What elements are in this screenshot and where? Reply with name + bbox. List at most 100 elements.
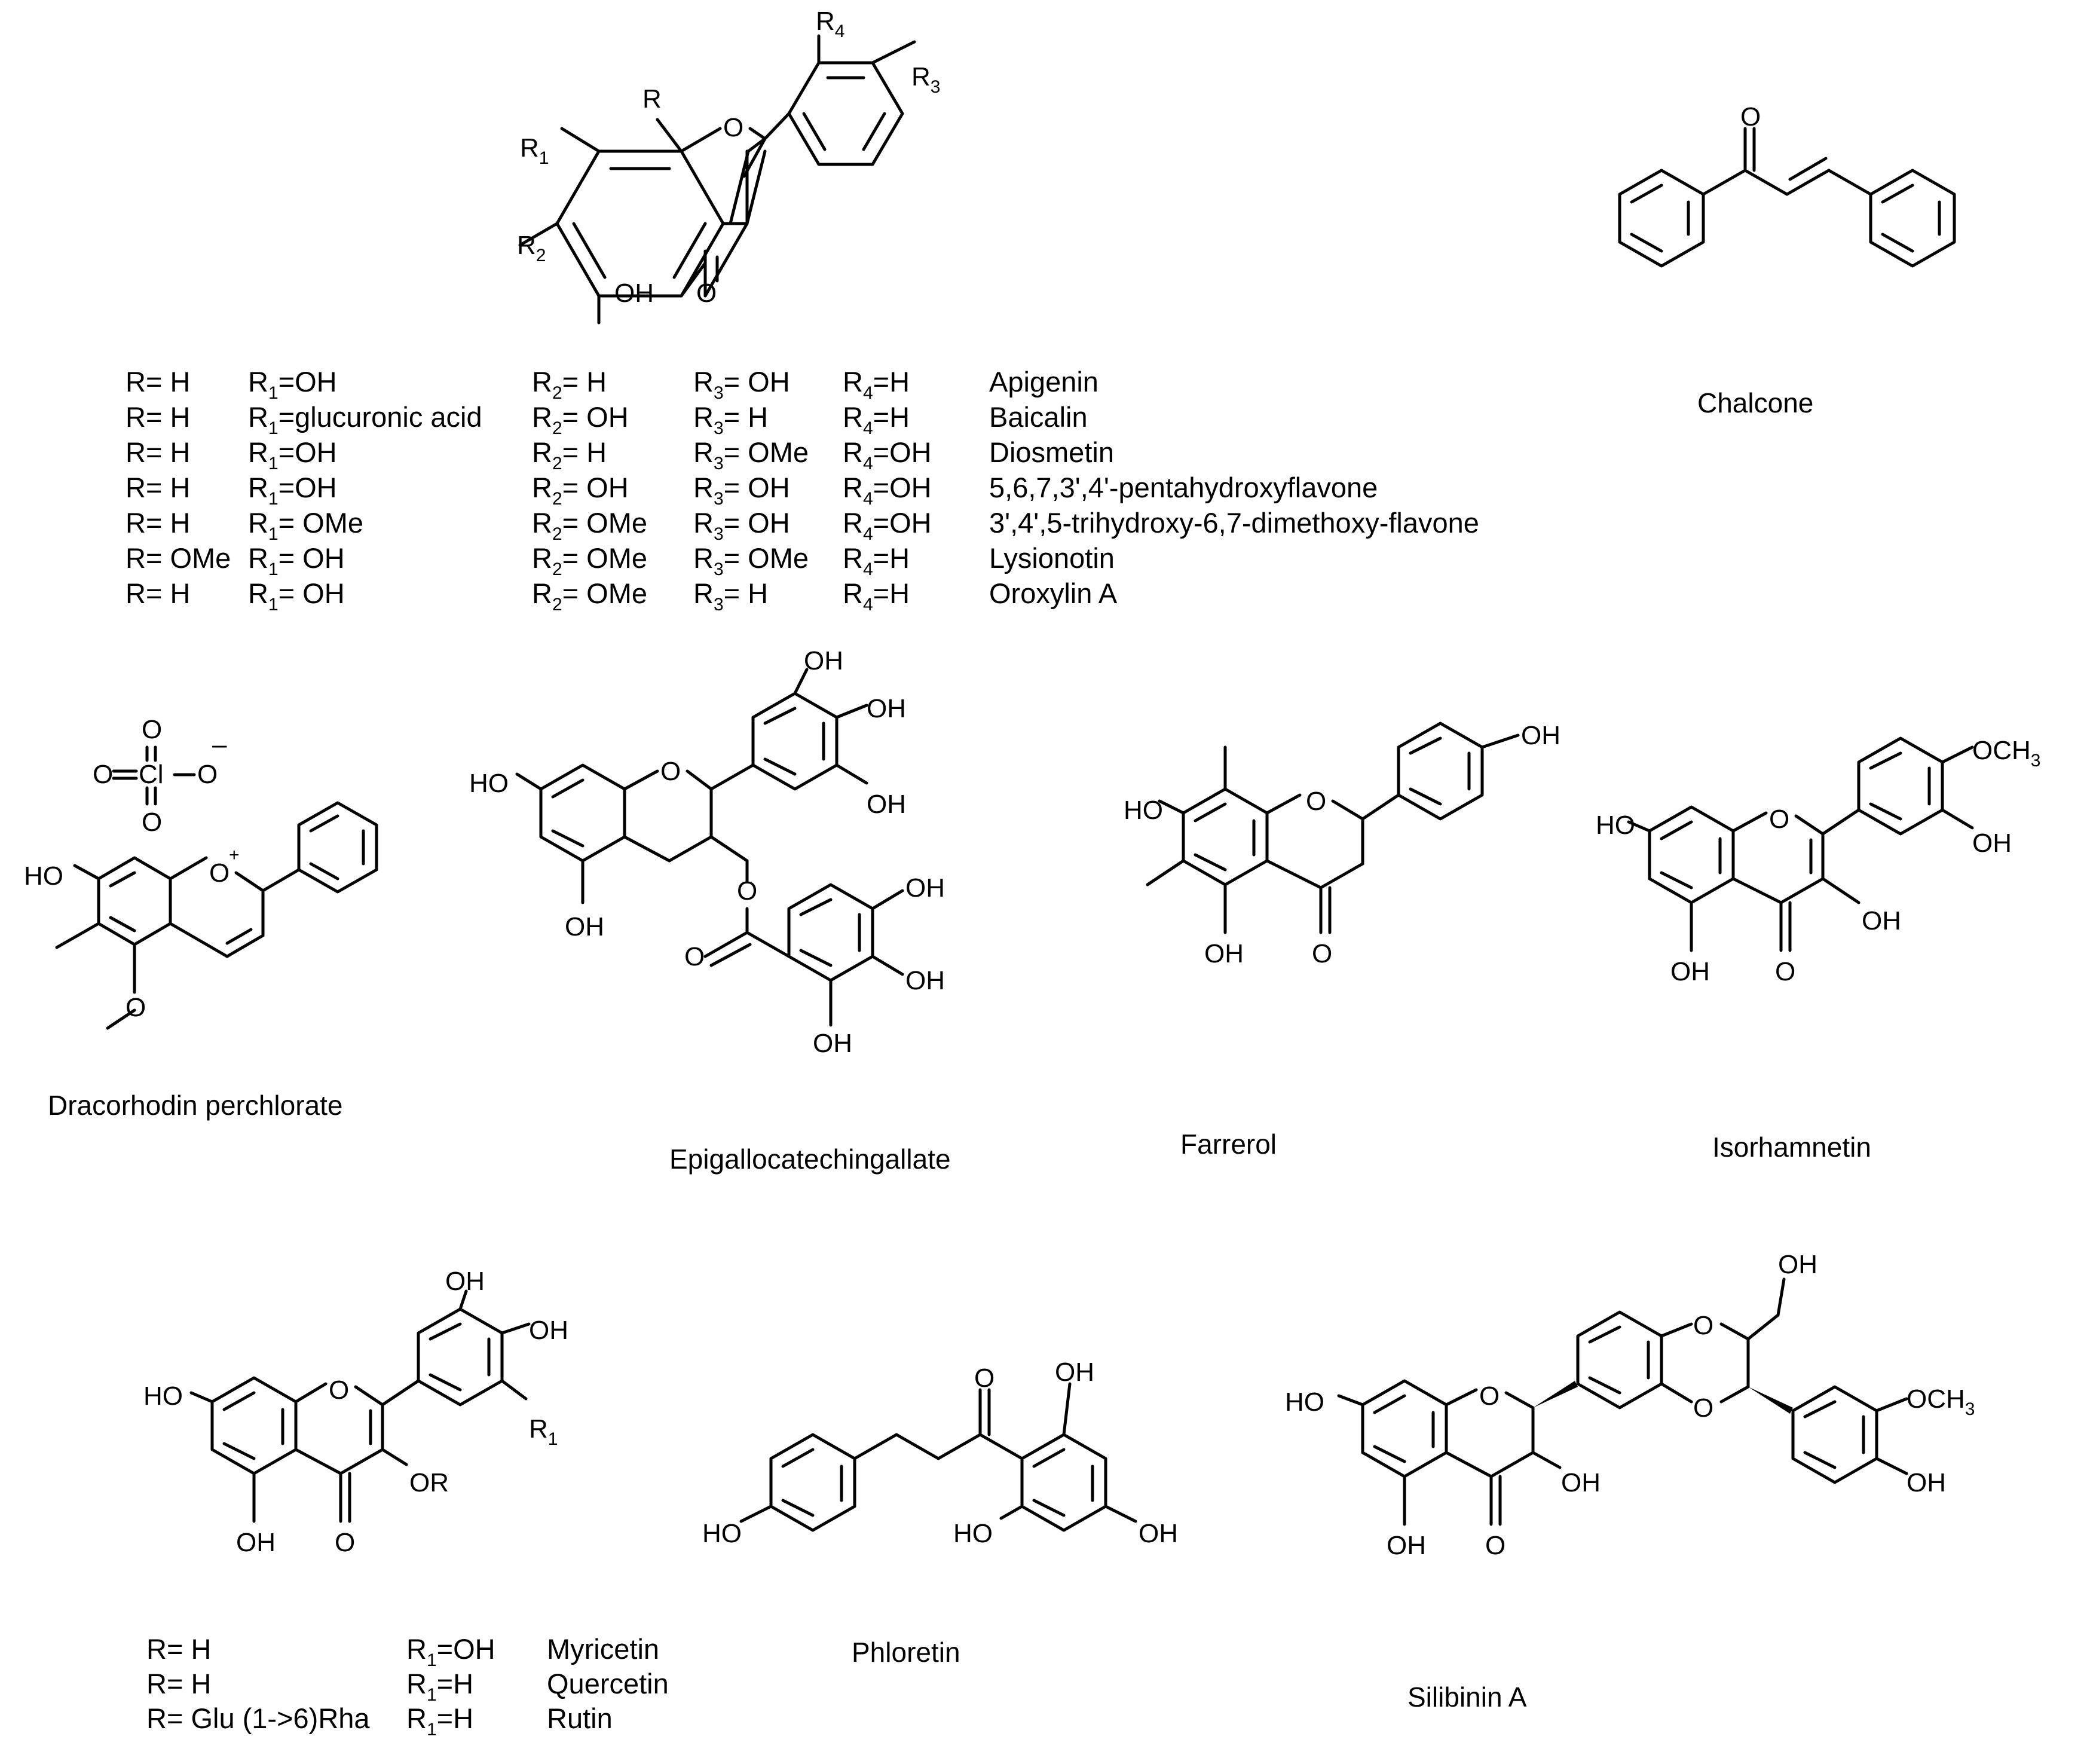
silibinin-o-dioxane-top: O (1693, 1311, 1713, 1340)
flavone-table-row4-r3: R3= OH (693, 507, 790, 544)
flavone-table-row3-r3: R3= OH (693, 472, 790, 509)
label-r2: R2 (517, 231, 546, 265)
flavone-table-row1-name: Baicalin (989, 401, 1088, 433)
flavone-table-row4-name: 3',4',5-trihydroxy-6,7-dimethoxy-flavone (989, 507, 1479, 539)
egcg-oh-5: OH (565, 912, 604, 941)
silibinin-name: Silibinin A (1407, 1682, 1527, 1713)
flavone-table-row5-name: Lysionotin (989, 542, 1115, 574)
myricetin-r1: R1 (529, 1414, 558, 1449)
silibinin-oh-5: OH (1387, 1531, 1426, 1560)
egcg-oh-g1: OH (905, 873, 945, 903)
isorhamnetin-oh-3: OH (1862, 906, 1901, 935)
flavone-table-row5-r4: R4=H (843, 542, 910, 579)
flavone-table-row5-r1: R1= OH (248, 542, 345, 579)
isorhamnetin-o-ring: O (1769, 805, 1789, 834)
flavone-table-row6-r: R= H (126, 577, 190, 609)
flavone-table-row2-r: R= H (126, 436, 190, 468)
farrerol-o-carbonyl: O (1312, 939, 1332, 968)
phloretin-ho-4: HO (702, 1519, 742, 1548)
perchlorate-o-left: O (93, 760, 113, 789)
dracorhodin-o-methoxy: O (126, 993, 146, 1022)
phloretin-name: Phloretin (852, 1637, 960, 1668)
flavone-table-row6-r1: R1= OH (248, 577, 345, 615)
flavone-scaffold: R R1 R2 OH O O R4 R3 (517, 7, 940, 325)
silibinin-och3: OCH3 (1907, 1384, 1975, 1419)
flavone-substituent-table: R= H R1=OH R2= H R3= OH R4=H Apigenin R= H R1=g… (126, 366, 1479, 615)
perchlorate-minus: – (212, 730, 227, 759)
isorhamnetin-structure: HO O OH O OH OCH3 OH Isorhamnetin (1596, 736, 2040, 1163)
flavone-table-row3-name: 5,6,7,3',4'-pentahydroxyflavone (989, 472, 1378, 503)
farrerol-ho: HO (1124, 796, 1163, 825)
myricetin-table-row2-r1: R1=H (406, 1702, 473, 1739)
flavone-table-row2-r4: R4=OH (843, 436, 932, 473)
chalcone-name: Chalcone (1697, 387, 1813, 418)
flavone-table-row0-r3: R3= OH (693, 366, 790, 403)
flavone-table-row0-r1: R1=OH (248, 366, 337, 403)
phloretin-ho-6p: HO (953, 1519, 993, 1548)
label-oh-5: OH (614, 279, 654, 308)
flavone-table-row5-r3: R3= OMe (693, 542, 809, 579)
flavone-table-row1-r3: R3= H (693, 401, 768, 438)
silibinin-oh-4p: OH (1907, 1468, 1946, 1497)
egcg-structure: HO O OH O O OH OH OH OH OH OH Epigalloca… (469, 646, 951, 1175)
flavone-table-row3-r2: R2= OH (532, 472, 629, 509)
label-r3: R3 (911, 62, 940, 97)
egcg-o-ester: O (737, 876, 757, 906)
farrerol-oh-4p: OH (1521, 721, 1560, 750)
label-o-ring: O (723, 113, 743, 142)
myricetin-table-row1-r1: R1=H (406, 1668, 473, 1705)
silibinin-o-dioxane-bottom: O (1693, 1393, 1713, 1423)
farrerol-o-ring: O (1306, 787, 1326, 816)
flavone-table-row5-r: R= OMe (126, 542, 231, 574)
myricetin-scaffold: HO O OH O OR OH OH R1 (143, 1267, 568, 1557)
phloretin-oh-4p: OH (1139, 1519, 1178, 1548)
myricetin-table-row0-name: Myricetin (547, 1633, 659, 1665)
label-r: R (642, 84, 662, 114)
flavone-table-row1-r1: R1=glucuronic acid (248, 401, 482, 438)
farrerol-oh-5: OH (1204, 939, 1244, 968)
silibinin-o-carbonyl: O (1485, 1531, 1505, 1560)
flavone-table-row0-r: R= H (126, 366, 190, 398)
isorhamnetin-oh-5: OH (1670, 957, 1710, 986)
phloretin-structure: HO O OH HO OH Phloretin (702, 1358, 1178, 1668)
myricetin-or: OR (409, 1468, 449, 1497)
dracorhodin-plus: + (229, 845, 240, 865)
phloretin-oh-2p: OH (1055, 1358, 1094, 1387)
egcg-oh-g2: OH (905, 966, 945, 995)
isorhamnetin-ho: HO (1596, 811, 1635, 840)
flavone-table-row5-r2: R2= OMe (532, 542, 647, 579)
flavone-table-row2-r2: R2= H (532, 436, 607, 473)
flavone-table-row6-name: Oroxylin A (989, 577, 1118, 609)
flavone-table-row3-r1: R1=OH (248, 472, 337, 509)
myricetin-table-row1-r: R= H (146, 1668, 211, 1699)
flavone-table-row1-r4: R4=H (843, 401, 910, 438)
flavone-table-row1-r: R= H (126, 401, 190, 433)
myricetin-table-row0-r1: R1=OH (406, 1633, 495, 1670)
label-r1: R1 (520, 133, 549, 168)
egcg-oh-b3: OH (867, 790, 906, 819)
egcg-oh-b1: OH (804, 646, 843, 675)
flavone-table-row2-name: Diosmetin (989, 436, 1114, 468)
farrerol-structure: HO O OH O OH Farrerol (1124, 721, 1560, 1160)
chalcone-structure: O Chalcone (1618, 102, 1956, 418)
egcg-oh-b2: OH (867, 694, 906, 723)
myricetin-oh-4p: OH (529, 1316, 568, 1345)
dracorhodin-name: Dracorhodin perchlorate (48, 1090, 343, 1121)
silibinin-oh-ch2: OH (1778, 1250, 1817, 1279)
flavone-table-row6-r4: R4=H (843, 577, 910, 615)
isorhamnetin-o-carbonyl: O (1775, 957, 1795, 986)
myricetin-table-row0-r: R= H (146, 1633, 211, 1665)
label-o-carbonyl: O (696, 279, 717, 308)
flavone-table-row3-r: R= H (126, 472, 190, 503)
egcg-ho: HO (469, 769, 509, 798)
flavone-table-row0-name: Apigenin (989, 366, 1098, 398)
flavone-table-row4-r: R= H (126, 507, 190, 539)
isorhamnetin-oh-4p: OH (1972, 829, 2012, 858)
myricetin-table-row2-name: Rutin (547, 1702, 613, 1734)
flavone-table-row0-r2: R2= H (532, 366, 607, 403)
farrerol-name: Farrerol (1180, 1129, 1277, 1160)
myricetin-o-carbonyl: O (335, 1528, 355, 1557)
myricetin-table-row1-name: Quercetin (547, 1668, 669, 1699)
